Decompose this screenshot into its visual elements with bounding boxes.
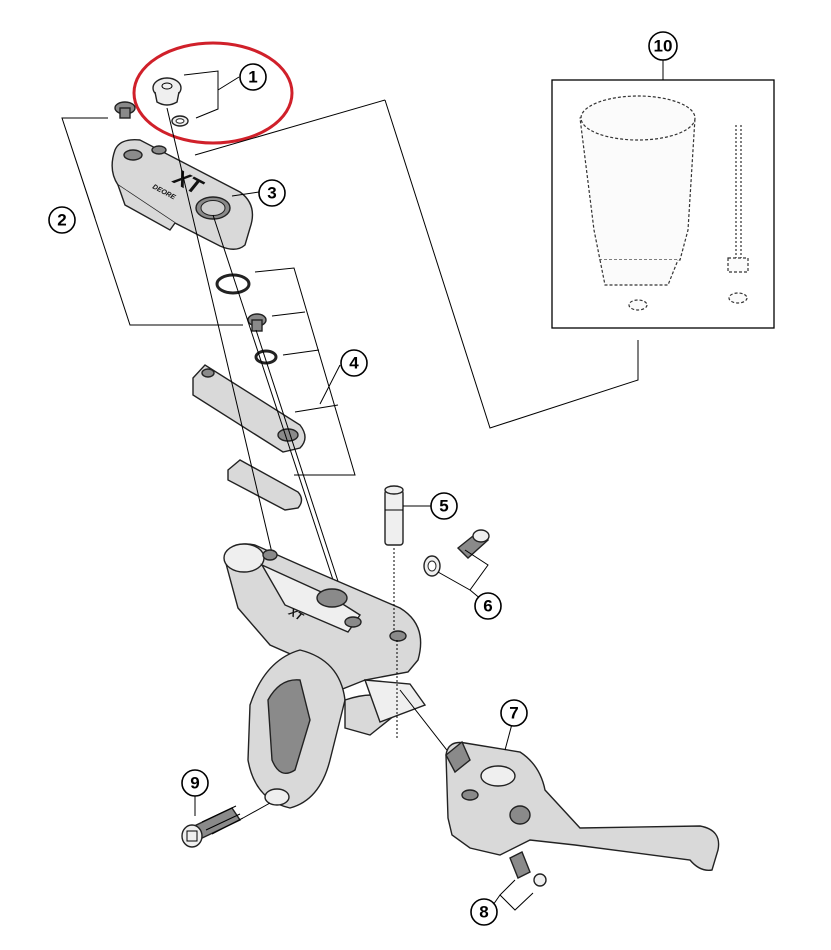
callout-6-bracket (437, 549, 489, 601)
callout-8: 8 (470, 898, 498, 926)
callout-4-bracket (254, 267, 356, 476)
callout-8-bracket (492, 879, 534, 911)
bleed-kit-connector (194, 99, 639, 429)
bolt-guide (242, 802, 271, 819)
callout-7: 7 (500, 699, 528, 727)
callout-10: 10 (648, 31, 678, 61)
part-7-lever-blade[interactable] (445, 740, 720, 871)
svg-text:3: 3 (267, 184, 276, 203)
callout-2-bracket (61, 117, 243, 326)
svg-text:1: 1 (248, 68, 257, 87)
callout-1: 1 (239, 63, 267, 91)
part-9-clamp-bolt[interactable] (181, 805, 244, 848)
callout-9: 9 (181, 769, 209, 797)
callout-3: 3 (258, 179, 286, 207)
part-10-bleed-kit[interactable] (551, 79, 775, 329)
callout-4: 4 (340, 349, 368, 377)
svg-text:7: 7 (509, 704, 518, 723)
svg-text:9: 9 (190, 774, 199, 793)
svg-text:6: 6 (483, 597, 492, 616)
callout-7-leader (504, 723, 513, 751)
part-6-reach-adjust-screw[interactable] (423, 529, 490, 577)
svg-text:8: 8 (479, 903, 488, 922)
svg-text:5: 5 (439, 497, 448, 516)
callout-1-leader (183, 70, 240, 119)
master-cylinder-body: XT (223, 543, 427, 809)
part-8-adjust-set-screw[interactable] (509, 851, 547, 887)
callout-2: 2 (48, 206, 76, 234)
svg-text:2: 2 (57, 211, 66, 230)
guide-line-1 (166, 107, 273, 554)
highlight-circle (132, 41, 294, 145)
part-5-pivot-pin[interactable] (384, 485, 404, 546)
part-1-bleed-screw[interactable] (152, 77, 189, 127)
callout-5: 5 (430, 492, 458, 520)
guide-line-2 (212, 214, 339, 596)
callout-6: 6 (474, 592, 502, 620)
guide-line-3 (255, 329, 351, 619)
callout-3-leader (231, 191, 260, 197)
svg-text:10: 10 (654, 37, 673, 56)
part-3-reservoir-cover[interactable]: XT DEORE (111, 101, 254, 250)
svg-text:4: 4 (349, 354, 359, 373)
part-4-diaphragm-set[interactable] (192, 273, 306, 511)
